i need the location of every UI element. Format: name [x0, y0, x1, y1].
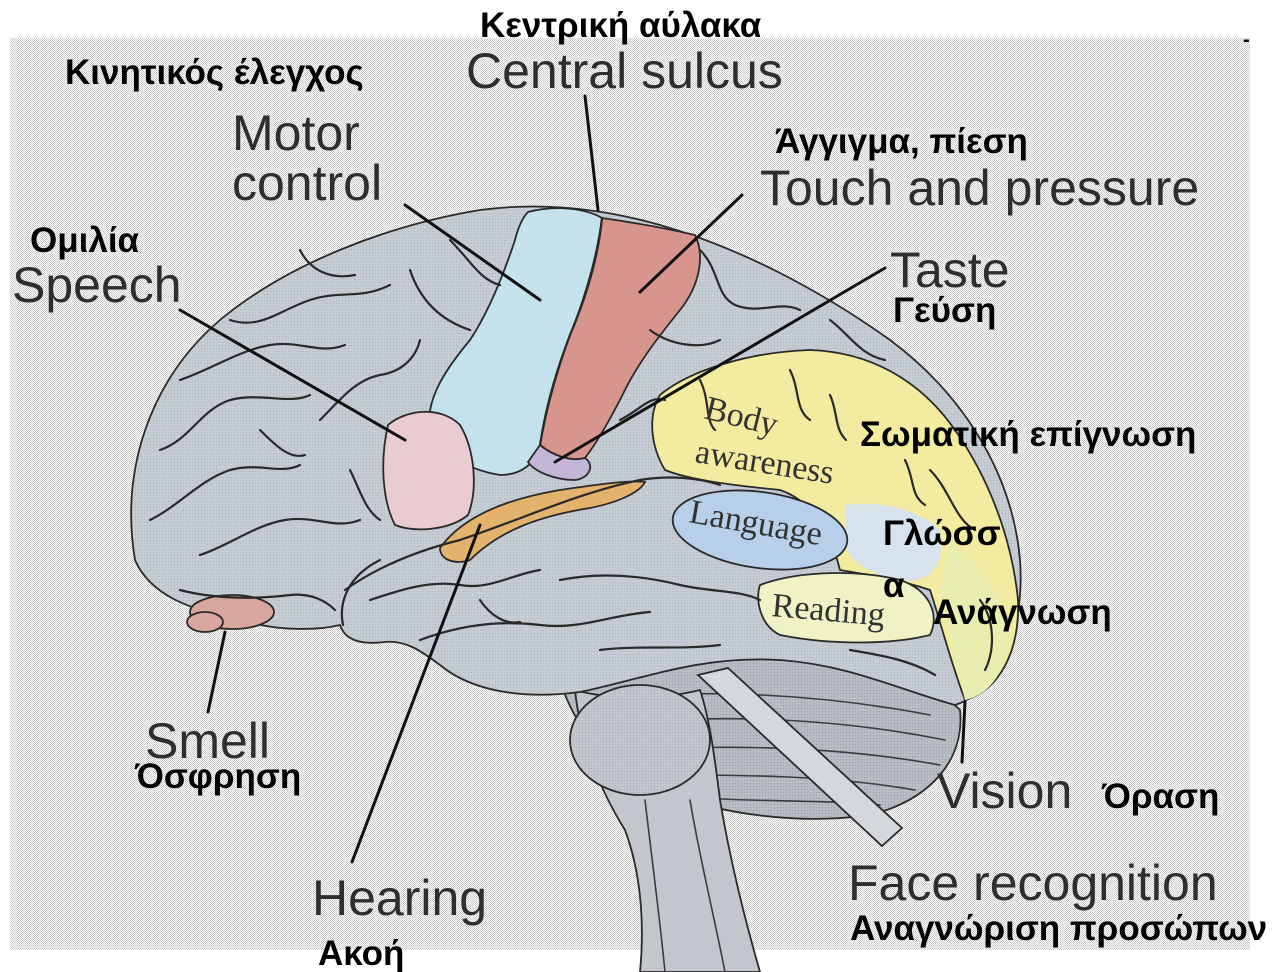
taste-label: Taste [890, 242, 1010, 298]
hearing-label: Hearing [312, 870, 487, 926]
taste-label-greek: Γεύση [893, 291, 996, 330]
motor-control-label-line1: Motor [232, 105, 360, 161]
body-awareness-label-greek: Σωματική επίγνωση [860, 415, 1196, 454]
central-sulcus-label: Central sulcus [466, 43, 783, 99]
motor-control-label-line2: control [232, 155, 382, 211]
pons-texture [570, 685, 710, 795]
vision-label: Vision [937, 763, 1072, 819]
face-recognition-label: Face recognition [848, 855, 1218, 911]
touch-pressure-label-greek: Άγγιγμα, πίεση [775, 122, 1028, 161]
region-speech [383, 412, 474, 530]
touch-pressure-label: Touch and pressure [760, 160, 1199, 216]
corner-mark: - [1243, 29, 1250, 51]
speech-label-greek: Ομιλία [30, 221, 140, 260]
central-sulcus-label-greek: Κεντρική αύλακα [480, 6, 762, 45]
face-recognition-label-greek: Αναγνώριση προσώπων [850, 909, 1267, 948]
language-label-greek-line2: α [883, 566, 905, 605]
language-label-greek-line1: Γλώσσ [883, 514, 1001, 553]
motor-control-label-greek: Κινητικός έλεγχος [65, 53, 364, 92]
reading-label-greek: Ανάγνωση [933, 593, 1112, 632]
region-smell-bulb [187, 612, 223, 632]
hearing-label-greek: Ακοή [318, 934, 404, 972]
smell-label-greek: Όσφρηση [134, 757, 301, 796]
vision-label-greek: Όραση [1101, 777, 1219, 816]
speech-label: Speech [12, 257, 182, 313]
